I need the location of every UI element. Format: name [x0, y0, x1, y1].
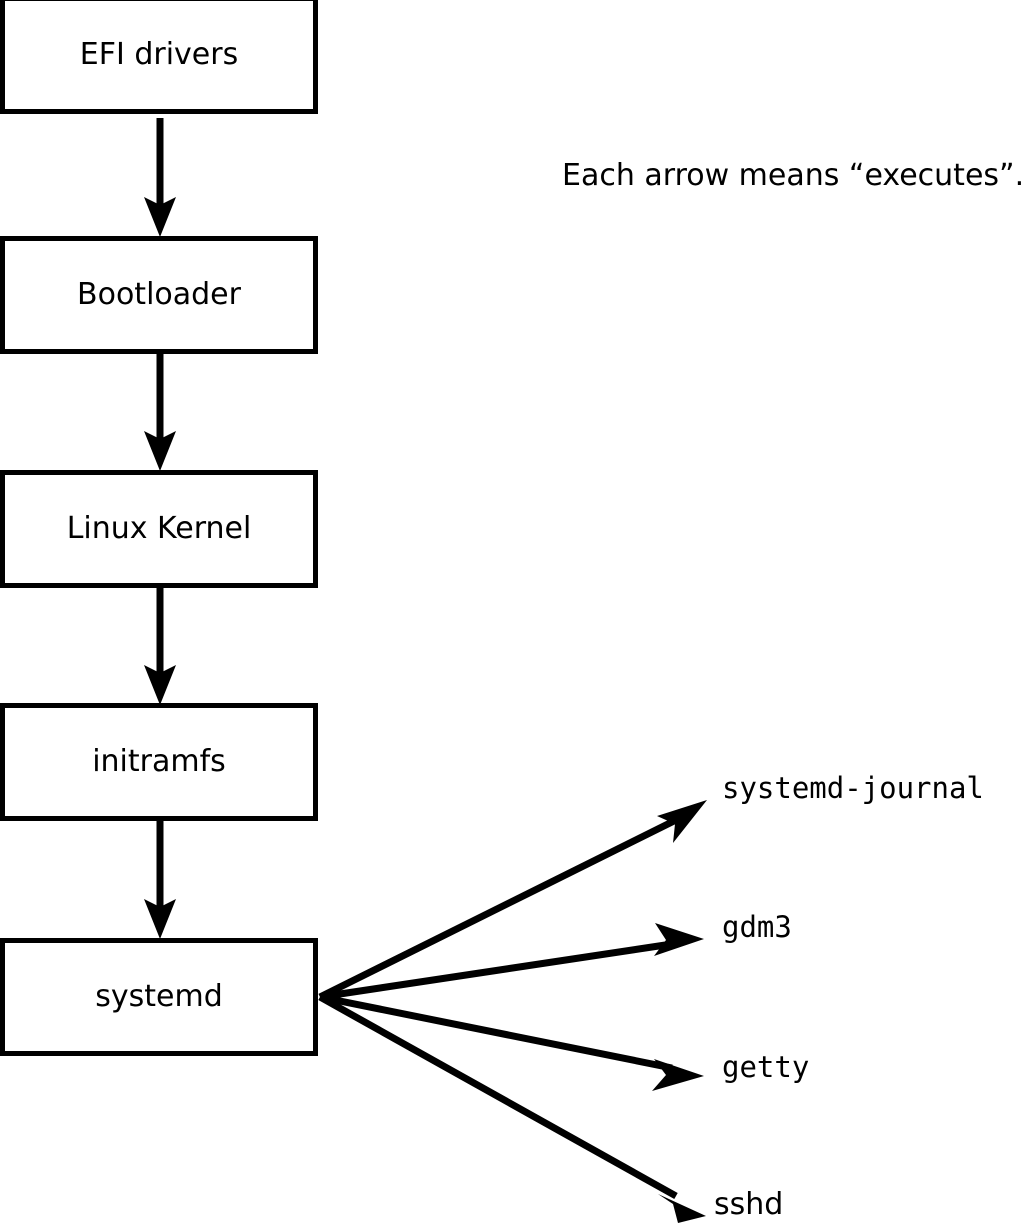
process-box-label: Linux Kernel [66, 511, 252, 546]
process-box-label: Bootloader [77, 277, 241, 312]
leaf-label-gdm3: gdm3 [722, 910, 792, 944]
process-box-systemd[interactable]: systemd [0, 938, 318, 1056]
process-box-label: systemd [95, 979, 223, 1014]
arrow-systemd-to-getty [319, 993, 704, 1091]
process-box-linux-kernel[interactable]: Linux Kernel [0, 470, 318, 588]
process-box-label: EFI drivers [79, 37, 239, 72]
leaf-label-getty: getty [722, 1050, 810, 1084]
process-box-initramfs[interactable]: initramfs [0, 703, 318, 821]
process-box-bootloader[interactable]: Bootloader [0, 236, 318, 354]
arrow-systemd-to-gdm3 [319, 923, 704, 1001]
process-box-label: initramfs [92, 744, 226, 779]
arrow-bootloader-to-kernel [144, 352, 176, 471]
leaf-label-sshd: sshd [714, 1187, 784, 1222]
arrow-systemd-to-systemd-journal [318, 800, 707, 1001]
arrow-initramfs-to-systemd [144, 820, 176, 939]
arrow-kernel-to-initramfs [144, 586, 176, 705]
process-box-efi-drivers[interactable]: EFI drivers [0, 0, 318, 114]
arrow-systemd-to-sshd [318, 993, 706, 1223]
legend-note: Each arrow means “executes”. [562, 158, 1023, 193]
arrow-efi-to-bootloader [144, 118, 176, 237]
leaf-label-systemd-journal: systemd-journal [722, 771, 984, 805]
